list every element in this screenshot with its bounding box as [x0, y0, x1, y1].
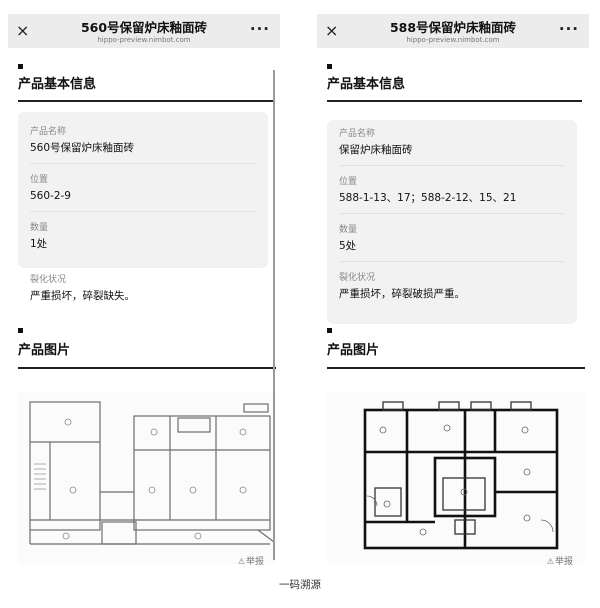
page-title: 560号保留炉床釉面砖 [80, 20, 208, 35]
field-label: 数量 [30, 223, 49, 233]
section-marker-icon [327, 328, 332, 333]
page-url: hippo-preview.nimbot.com [406, 36, 500, 44]
right-phone-panel: × 588号保留炉床釉面砖 hippo-preview.nimbot.com ·… [317, 14, 589, 574]
floor-plan-image[interactable] [327, 392, 585, 564]
warning-icon: ⚠ [237, 557, 245, 566]
field-label: 产品名称 [339, 129, 376, 139]
field-label: 数量 [339, 225, 358, 235]
field-label: 位置 [30, 175, 49, 185]
page-url: hippo-preview.nimbot.com [97, 36, 191, 44]
report-label: 举报 [245, 557, 264, 567]
more-icon[interactable]: ··· [249, 20, 270, 38]
floor-plan-drawing [363, 401, 559, 550]
report-link[interactable]: ⚠举报 [547, 556, 573, 568]
field-label: 位置 [339, 177, 358, 187]
close-icon[interactable]: × [16, 21, 30, 40]
section-title-images: 产品图片 [327, 343, 380, 358]
field-divider [30, 163, 256, 164]
section-marker-icon [18, 64, 23, 69]
field-value: 560号保留炉床釉面砖 [30, 142, 135, 154]
field-divider [339, 213, 565, 214]
condition-label: 裂化状况 [339, 273, 376, 283]
section-divider [18, 367, 276, 369]
section-title-basic-info: 产品基本信息 [327, 77, 406, 92]
section-marker-icon [18, 328, 23, 333]
field-value: 保留炉床釉面砖 [339, 144, 413, 156]
field-value: 588-1-13、17；588-2-12、15、21 [339, 192, 517, 204]
nav-header: × 560号保留炉床釉面砖 hippo-preview.nimbot.com ·… [8, 14, 280, 48]
field-divider [30, 211, 256, 212]
close-icon[interactable]: × [325, 21, 339, 40]
floor-plan-drawing [29, 401, 275, 545]
report-link[interactable]: ⚠举报 [238, 556, 264, 568]
condition-value: 严重损坏，碎裂破损严重。 [339, 288, 465, 300]
field-divider [339, 165, 565, 166]
condition-label: 裂化状况 [30, 275, 67, 285]
condition-value: 严重损坏，碎裂缺失。 [30, 290, 135, 302]
section-divider [18, 100, 273, 102]
field-divider [339, 261, 565, 262]
more-icon[interactable]: ··· [558, 20, 579, 38]
info-card: 产品名称 560号保留炉床釉面砖 位置 560-2-9 数量 1处 [18, 112, 268, 268]
nav-header: × 588号保留炉床釉面砖 hippo-preview.nimbot.com ·… [317, 14, 589, 48]
left-phone-panel: × 560号保留炉床釉面砖 hippo-preview.nimbot.com ·… [8, 14, 280, 574]
info-card: 产品名称 保留炉床釉面砖 位置 588-1-13、17；588-2-12、15、… [327, 120, 577, 324]
field-value: 5处 [339, 240, 357, 252]
page-title: 588号保留炉床釉面砖 [389, 20, 517, 35]
scrollbar[interactable] [273, 70, 275, 560]
warning-icon: ⚠ [546, 557, 554, 566]
section-divider [327, 100, 582, 102]
floor-plan-image[interactable] [18, 392, 276, 564]
field-value: 1处 [30, 238, 48, 250]
section-marker-icon [327, 64, 332, 69]
field-value: 560-2-9 [30, 190, 71, 202]
field-label: 产品名称 [30, 127, 67, 137]
report-label: 举报 [554, 557, 573, 567]
figure-caption: 一码溯源 [279, 579, 321, 591]
section-title-images: 产品图片 [18, 343, 71, 358]
section-divider [327, 367, 585, 369]
section-title-basic-info: 产品基本信息 [18, 77, 97, 92]
